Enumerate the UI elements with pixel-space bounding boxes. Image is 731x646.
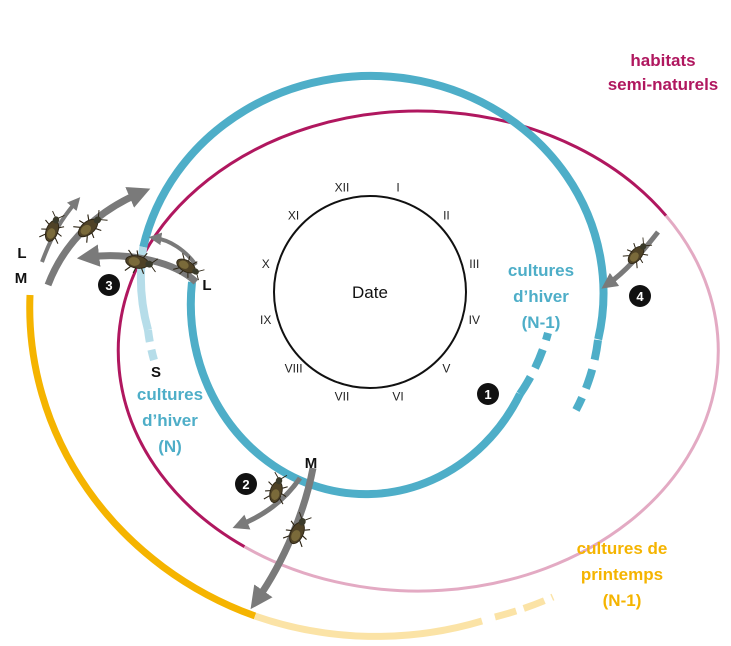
- ring-semi-natural-dark: [116, 109, 668, 549]
- label-winter-cur-2: d’hiver: [142, 411, 198, 430]
- date-clock: [273, 195, 467, 389]
- ring-winter-crops-cur-light: [136, 246, 152, 332]
- month-label-xii: XII: [335, 181, 350, 195]
- label-spring-1: cultures de: [577, 539, 668, 558]
- badge-3: 3: [98, 274, 120, 296]
- badge-4: 4: [629, 285, 651, 307]
- month-label-ii: II: [443, 209, 450, 223]
- label-winter-prev-3: (N-1): [522, 313, 561, 332]
- letter-m-bottom: M: [305, 455, 318, 472]
- ring-spring-crops-light: [253, 612, 484, 640]
- ring-spring-crops-dark: [26, 294, 257, 620]
- label-winter-cur-1: cultures: [137, 385, 203, 404]
- label-winter-prev-2: d’hiver: [513, 287, 569, 306]
- month-label-iii: III: [469, 257, 479, 271]
- month-label-vii: VII: [335, 389, 350, 403]
- arrow-migration-short: [232, 476, 303, 530]
- label-spring-2: printemps: [581, 565, 663, 584]
- ring-winter-crops-cur-dash: [516, 331, 552, 397]
- letter-l-left: L: [17, 245, 26, 262]
- ring-semi-natural-light: [243, 214, 720, 593]
- label-semi-natural-1: habitats: [630, 51, 695, 70]
- letter-l-mid: L: [202, 277, 211, 294]
- arrow-migration-left-up: [44, 187, 151, 287]
- label-semi-natural-2: semi-naturels: [608, 75, 719, 94]
- ring-winter-crops-prev-dash: [572, 339, 602, 412]
- arrow-migration-winter-to-semi: [76, 244, 199, 285]
- ring-winter-crops-cur-light-dash: [144, 329, 158, 362]
- arrow-migration-l-to-winter: [148, 232, 198, 267]
- month-label-i: I: [396, 181, 399, 195]
- svg-text:2: 2: [242, 477, 249, 492]
- badge-1: 1: [477, 383, 499, 405]
- letter-s: S: [151, 364, 161, 381]
- month-label-v: V: [442, 361, 450, 375]
- badge-2: 2: [235, 473, 257, 495]
- month-label-vi: VI: [392, 389, 403, 403]
- ring-winter-crops-cur: [186, 281, 524, 499]
- svg-text:4: 4: [636, 289, 644, 304]
- label-spring-3: (N-1): [603, 591, 642, 610]
- date-label: Date: [352, 283, 388, 302]
- month-label-viii: VIII: [285, 361, 303, 375]
- label-winter-cur-3: (N): [158, 437, 182, 456]
- month-label-ix: IX: [260, 313, 271, 327]
- svg-text:3: 3: [105, 278, 112, 293]
- letter-m-left: M: [15, 270, 28, 287]
- svg-text:1: 1: [484, 387, 491, 402]
- ring-winter-crops-prev: [139, 71, 608, 341]
- month-label-iv: IV: [469, 313, 480, 327]
- month-label-xi: XI: [288, 209, 299, 223]
- month-label-x: X: [262, 257, 270, 271]
- ring-spring-crops-dash: [494, 593, 555, 621]
- label-winter-prev-1: cultures: [508, 261, 574, 280]
